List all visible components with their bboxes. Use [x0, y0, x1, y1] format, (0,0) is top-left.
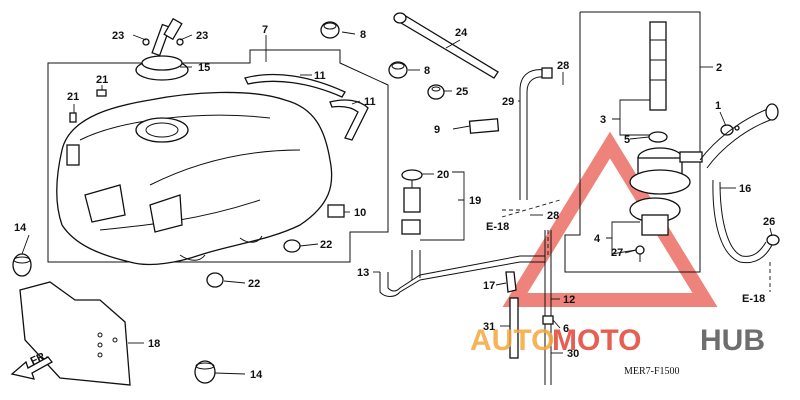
- callout-15: 15: [198, 62, 210, 74]
- callout-21-upper: 21: [96, 74, 108, 86]
- callout-8-mid: 8: [424, 65, 430, 77]
- reference-dashes: [501, 199, 771, 292]
- callout-22-a: 22: [320, 239, 332, 251]
- fitting-17: [505, 271, 517, 293]
- watermark-moto: MOTO: [552, 324, 641, 357]
- callout-9: 9: [434, 124, 440, 136]
- clamp-26: [766, 234, 780, 246]
- watermark-text: AUTO MOTO HUB: [470, 324, 765, 357]
- callout-18: 18: [148, 338, 160, 350]
- callout-11-lower: 11: [364, 96, 376, 108]
- callout-28-mid: 28: [547, 210, 559, 222]
- callout-12: 12: [563, 294, 575, 306]
- part-21-lower: [69, 112, 77, 123]
- fuel-filter-3: [649, 21, 667, 111]
- callout-28-top: 28: [557, 60, 569, 72]
- bolt-8-mid: [388, 61, 408, 79]
- callout-14-bottom: 14: [250, 369, 263, 381]
- clamp-1: [720, 124, 740, 136]
- trim-strip-lower: [329, 99, 369, 141]
- fuel-cap: [135, 17, 189, 81]
- callout-10: 10: [354, 207, 366, 219]
- callout-30: 30: [567, 348, 579, 360]
- hose-16: [699, 103, 779, 264]
- callout-2: 2: [716, 62, 722, 74]
- grommet-22-b: [206, 272, 224, 288]
- pad-9: [468, 118, 500, 134]
- o-ring-5: [648, 131, 668, 143]
- ref-e18-right: E-18: [742, 293, 765, 305]
- callout-7: 7: [262, 24, 268, 36]
- trim-strip-upper: [244, 73, 346, 98]
- diagram-code: MER7-F1500: [624, 366, 680, 377]
- callout-14-left: 14: [14, 222, 27, 234]
- fuel-pump-body: [629, 147, 703, 262]
- clip-10: [327, 204, 345, 218]
- callout-11-upper: 11: [314, 70, 326, 82]
- bolt-24: [393, 12, 499, 79]
- callout-4: 4: [594, 233, 601, 245]
- callout-23-left: 23: [112, 30, 124, 42]
- callout-5: 5: [624, 134, 630, 146]
- hose-29: [519, 67, 553, 200]
- callout-21-lower: 21: [67, 91, 79, 103]
- group-boundary-7: [47, 49, 389, 263]
- callout-16: 16: [739, 183, 751, 195]
- grommet-22-a: [283, 239, 301, 253]
- nut-25: [427, 84, 445, 100]
- hose-13: [379, 250, 545, 297]
- callout-24: 24: [455, 27, 468, 39]
- front-arrow: [10, 356, 53, 380]
- callout-6: 6: [563, 323, 569, 335]
- callout-3: 3: [600, 114, 606, 126]
- bolt-8-top: [320, 21, 340, 39]
- part-21-upper: [96, 89, 107, 97]
- leader-lines: [21, 31, 773, 375]
- callout-29: 29: [502, 96, 514, 108]
- callout-19: 19: [469, 195, 481, 207]
- watermark-hub: HUB: [700, 324, 765, 357]
- callout-26: 26: [763, 216, 775, 228]
- callout-22-b: 22: [248, 278, 260, 290]
- callout-31: 31: [483, 321, 495, 333]
- ref-e18-left: E-18: [486, 221, 509, 233]
- callout-23-right: 23: [196, 30, 208, 42]
- grommet-14-b: [194, 360, 216, 384]
- grommet-14-a: [12, 253, 32, 277]
- callout-25: 25: [456, 86, 468, 98]
- callout-13: 13: [357, 267, 369, 279]
- callout-1: 1: [715, 100, 721, 112]
- group-boundary-2: [564, 11, 701, 273]
- callout-8-top: 8: [360, 29, 366, 41]
- watermark-auto: AUTO: [470, 324, 554, 357]
- callout-27: 27: [611, 247, 623, 259]
- callout-17: 17: [483, 280, 495, 292]
- fuel-sender: [401, 169, 423, 235]
- callout-20: 20: [437, 169, 449, 181]
- tube-31: [509, 297, 519, 359]
- callouts: 23 23 15 21 21 7 11 11 8 8 25 24 9 10 22…: [14, 24, 775, 381]
- fuel-tank: [56, 91, 333, 266]
